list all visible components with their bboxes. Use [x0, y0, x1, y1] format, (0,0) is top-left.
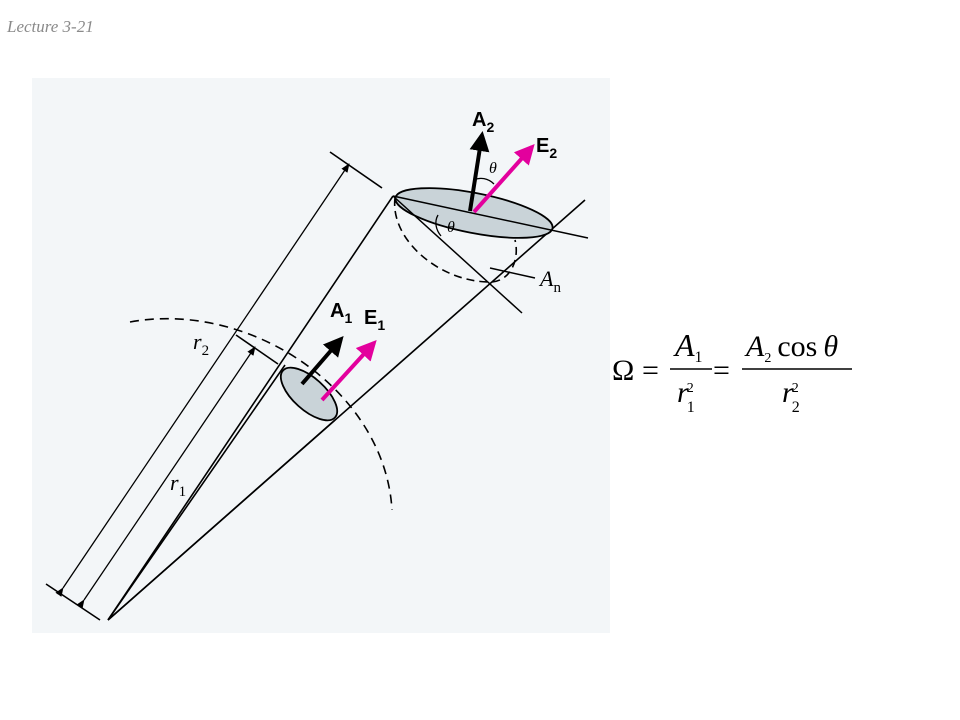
eq-denominator-2: r22: [782, 376, 800, 416]
eq-equals-1: =: [642, 354, 659, 387]
area-An-dashed: [393, 197, 517, 283]
r1-arrow: [76, 346, 256, 609]
vector-A1: [300, 335, 344, 386]
lecture-label: Lecture 3-21: [7, 17, 94, 36]
label-r1: r1: [170, 470, 186, 500]
eq-omega: Ω: [612, 354, 634, 387]
label-theta-top: θ: [489, 160, 497, 177]
label-A1: A1: [330, 300, 352, 326]
eq-numerator-1: A1: [673, 327, 703, 366]
A2-plane-line: [392, 195, 589, 239]
dimension-arrows: [55, 163, 350, 609]
vector-E2: [472, 144, 535, 214]
label-An: An: [538, 266, 561, 296]
label-r2: r2: [193, 329, 209, 359]
label-theta-mid: θ: [447, 219, 455, 236]
An-plane-line: [392, 195, 523, 314]
theta-arc-mid: [435, 214, 442, 237]
eq-equals-2: =: [713, 354, 730, 387]
label-E1: E1: [364, 307, 385, 333]
eq-denominator-1: r12: [677, 376, 695, 416]
vector-A2: [468, 131, 490, 212]
sphere-arc-r1: [129, 317, 393, 511]
An-leader: [489, 267, 536, 279]
vector-E1: [320, 340, 377, 402]
label-A2: A2: [472, 109, 494, 135]
label-E2: E2: [536, 135, 557, 161]
area-A1-ellipse: [279, 366, 339, 422]
